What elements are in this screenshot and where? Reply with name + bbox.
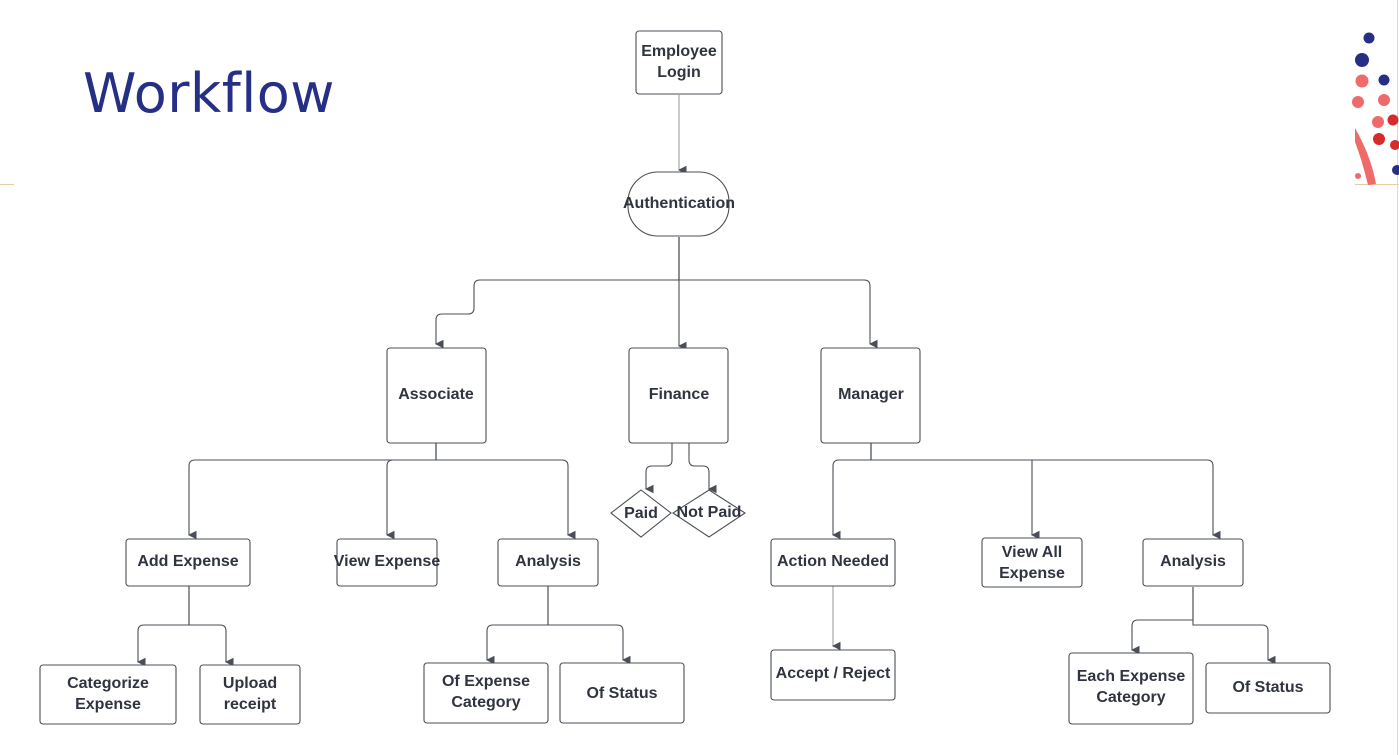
svg-text:View All: View All: [1002, 544, 1062, 561]
svg-text:Add Expense: Add Expense: [137, 553, 238, 570]
node-associate-of-status: Of Status: [559, 662, 685, 724]
edge-analysis-category: [485, 586, 549, 665]
edge-finance-notpaid: [688, 443, 717, 494]
node-action-needed: Action Needed: [770, 538, 896, 587]
node-manager-analysis: Analysis: [1142, 538, 1244, 587]
edge-manager-analysis: [870, 443, 1221, 540]
divider-right: [1355, 184, 1399, 185]
edge-manager-viewall: [870, 443, 1040, 540]
edge-manager-analysis-status: [1192, 587, 1276, 665]
svg-text:Manager: Manager: [838, 386, 904, 403]
node-view-expense: View Expense: [334, 538, 441, 587]
svg-text:Employee: Employee: [641, 43, 717, 60]
node-not-paid: Not Paid: [671, 489, 747, 538]
edge-manager-action: [831, 443, 872, 540]
svg-text:Categorize: Categorize: [67, 675, 149, 692]
node-of-expense-category: Of Expense Category: [423, 662, 549, 724]
node-associate-analysis: Analysis: [497, 538, 599, 587]
svg-text:receipt: receipt: [224, 696, 277, 713]
svg-text:Of Status: Of Status: [586, 685, 657, 702]
node-categorize-expense: Categorize Expense: [39, 664, 177, 725]
svg-text:Of Status: Of Status: [1232, 679, 1303, 696]
node-each-expense-category: Each Expense Category: [1068, 652, 1194, 725]
svg-text:Analysis: Analysis: [515, 553, 581, 570]
svg-text:Accept / Reject: Accept / Reject: [776, 665, 891, 682]
slide-edge: [1397, 0, 1398, 755]
decorative-dots: [1352, 32, 1399, 185]
svg-text:Login: Login: [657, 64, 701, 81]
node-paid: Paid: [610, 489, 672, 538]
node-accept-reject: Accept / Reject: [770, 649, 896, 701]
connectors: [136, 95, 1276, 667]
svg-text:Paid: Paid: [624, 505, 658, 522]
node-associate: Associate: [386, 347, 487, 444]
edge-auth-associate: [434, 237, 680, 349]
slide-title: Workflow: [83, 62, 335, 125]
svg-text:Action Needed: Action Needed: [777, 553, 889, 570]
edge-associate-view: [385, 443, 437, 540]
svg-text:Authentication: Authentication: [623, 195, 735, 212]
edge-associate-add: [187, 443, 437, 540]
node-authentication: Authentication: [623, 171, 735, 237]
node-add-expense: Add Expense: [125, 538, 251, 587]
svg-text:Associate: Associate: [398, 386, 474, 403]
edge-analysis-status: [547, 586, 631, 665]
svg-text:Finance: Finance: [649, 386, 710, 403]
svg-text:Category: Category: [451, 694, 520, 711]
node-manager-of-status: Of Status: [1205, 662, 1331, 714]
svg-text:Analysis: Analysis: [1160, 553, 1226, 570]
svg-text:Category: Category: [1096, 689, 1165, 706]
node-view-all-expense: View All Expense: [981, 537, 1083, 588]
svg-text:Of Expense: Of Expense: [442, 673, 530, 690]
node-manager: Manager: [820, 347, 921, 444]
divider-left: [0, 184, 14, 185]
svg-text:Upload: Upload: [223, 675, 277, 692]
edge-auth-manager: [678, 237, 878, 349]
svg-text:Expense: Expense: [999, 565, 1065, 582]
svg-text:View Expense: View Expense: [334, 553, 441, 570]
svg-text:Not Paid: Not Paid: [677, 504, 742, 521]
svg-text:Each Expense: Each Expense: [1077, 668, 1186, 685]
edge-add-upload: [188, 586, 234, 667]
node-employee-login: Employee Login: [635, 30, 723, 95]
node-finance: Finance: [628, 347, 729, 444]
edge-manager-analysis-category: [1130, 587, 1194, 655]
svg-text:Expense: Expense: [75, 696, 141, 713]
edge-finance-paid: [644, 443, 673, 494]
edge-associate-analysis: [435, 443, 576, 540]
node-upload-receipt: Upload receipt: [199, 664, 301, 725]
edge-add-categorize: [136, 586, 190, 667]
